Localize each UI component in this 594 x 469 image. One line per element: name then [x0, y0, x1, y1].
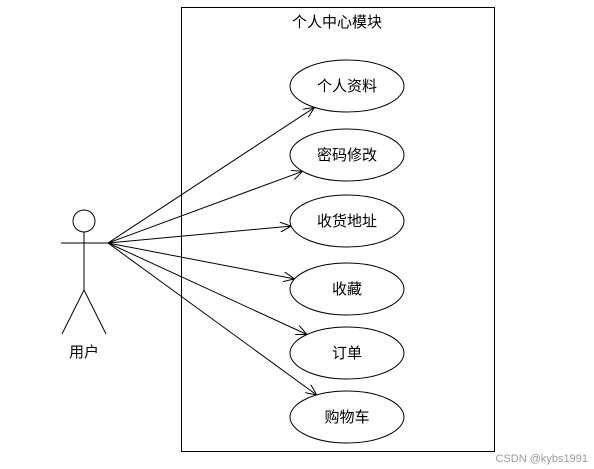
use-case-label: 密码修改 — [317, 146, 377, 164]
use-case-label: 订单 — [332, 344, 362, 362]
actor: 用户 — [61, 209, 108, 361]
system-title: 个人中心模块 — [292, 13, 382, 31]
actor-left-leg — [61, 289, 85, 335]
use-case-ellipse — [289, 390, 405, 444]
use-case-ellipse — [289, 194, 405, 248]
use-case-ellipse — [289, 262, 405, 316]
use-case-label: 购物车 — [324, 408, 369, 426]
use-case-ellipse — [289, 128, 405, 182]
association-arrow — [107, 242, 317, 395]
use-case-ellipse — [289, 326, 405, 380]
watermark: CSDN @kybs1991 — [495, 453, 588, 465]
association-arrow — [107, 242, 307, 335]
system-boundary — [181, 7, 495, 452]
association-arrow — [107, 226, 291, 244]
use-case-label: 收藏 — [332, 280, 362, 298]
actor-right-leg — [83, 289, 107, 335]
actor-head — [72, 209, 96, 233]
use-case-ellipse — [289, 59, 405, 113]
association-arrow — [107, 171, 303, 244]
actor-label: 用户 — [69, 343, 99, 361]
use-case-label: 收货地址 — [317, 212, 377, 230]
association-arrow — [107, 107, 315, 244]
use-case-label: 个人资料 — [317, 77, 377, 95]
association-arrow — [107, 242, 295, 279]
